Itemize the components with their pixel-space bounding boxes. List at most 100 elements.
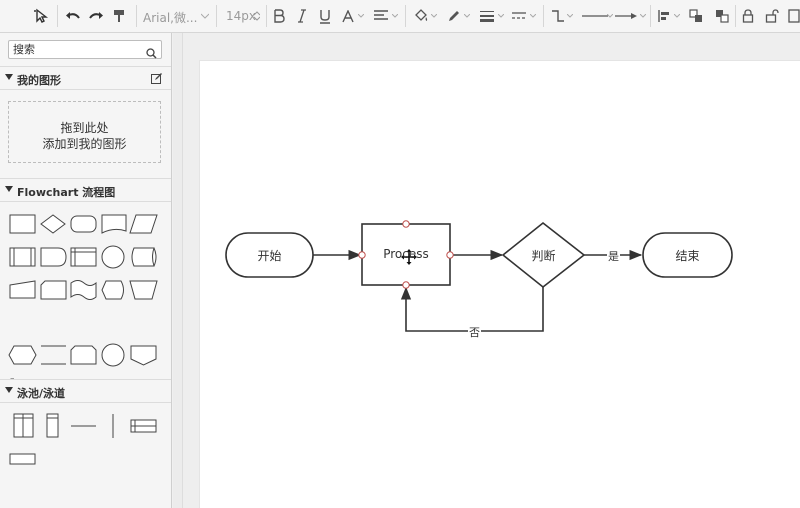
chevron-down-icon[interactable]: [497, 6, 505, 26]
document-shape[interactable]: [101, 214, 127, 234]
node-start[interactable]: [225, 232, 314, 278]
collapse-arrow-icon: [5, 387, 13, 393]
chevron-down-icon[interactable]: [529, 6, 537, 26]
internal-storage-shape[interactable]: [70, 247, 97, 267]
toolbar-separator: [405, 5, 406, 27]
undo-icon[interactable]: [64, 6, 82, 26]
align-icon[interactable]: [373, 6, 389, 26]
diagram-page[interactable]: [199, 60, 800, 508]
stepper-icon[interactable]: [253, 6, 261, 26]
toolbar-separator: [216, 5, 217, 27]
my-shapes-dropzone[interactable]: 拖到此处 添加到我的图形: [8, 101, 161, 163]
line-end-arrow-icon[interactable]: [613, 6, 639, 26]
node-end[interactable]: [642, 232, 733, 278]
fill-color-icon[interactable]: [413, 6, 429, 26]
toolbar-separator: [650, 5, 651, 27]
bring-front-icon[interactable]: [688, 6, 704, 26]
connection-handle[interactable]: [402, 281, 410, 289]
node-decision-label: 判断: [531, 249, 556, 263]
font-family-select[interactable]: Arial,微...: [143, 11, 198, 25]
font-color-icon[interactable]: [341, 6, 355, 26]
search-box[interactable]: [8, 40, 162, 59]
dropzone-text: 拖到此处: [60, 121, 109, 135]
edit-icon[interactable]: [151, 73, 162, 87]
terminator-shape[interactable]: [70, 215, 97, 233]
line-style-icon[interactable]: [510, 6, 528, 26]
annotation-double-shape[interactable]: [41, 345, 66, 365]
unlock-icon[interactable]: [765, 6, 779, 26]
collapse-arrow-icon: [5, 186, 13, 192]
on-page-connector-shape[interactable]: [101, 343, 125, 367]
container-shape[interactable]: [9, 453, 36, 465]
format-painter-icon[interactable]: [110, 6, 128, 26]
chevron-down-icon[interactable]: [673, 6, 681, 26]
section-title: 泳池/泳道: [17, 387, 66, 400]
connector-shape[interactable]: [101, 245, 125, 269]
shape-sidebar: 我的图形 拖到此处 添加到我的图形 Flowchart 流程图: [0, 33, 172, 508]
format-pointer-icon[interactable]: [32, 6, 50, 26]
node-end-label: 结束: [675, 249, 700, 263]
lock-icon[interactable]: [741, 6, 755, 26]
edge-label-no: 否: [468, 324, 481, 340]
node-process-label: Process: [383, 247, 429, 261]
preparation-shape[interactable]: [8, 345, 37, 365]
align-left-icon[interactable]: [657, 6, 673, 26]
swimlane-vertical-shape[interactable]: [46, 413, 59, 438]
process-shape[interactable]: [9, 214, 36, 234]
vertical-scrollbar[interactable]: [173, 33, 183, 508]
search-icon[interactable]: [146, 44, 157, 63]
bold-icon[interactable]: [271, 6, 287, 26]
line-color-icon[interactable]: [446, 6, 462, 26]
predefined-process-shape[interactable]: [9, 247, 36, 267]
off-page-connector-shape[interactable]: [130, 345, 157, 366]
redo-icon[interactable]: [87, 6, 105, 26]
section-title: Flowchart 流程图: [17, 186, 116, 199]
line-width-icon[interactable]: [478, 6, 496, 26]
chevron-down-icon[interactable]: [430, 6, 438, 26]
chevron-down-icon[interactable]: [200, 6, 210, 26]
chevron-down-icon[interactable]: [606, 6, 614, 26]
node-decision[interactable]: [501, 221, 586, 289]
connection-handle[interactable]: [402, 220, 410, 228]
manual-operation-shape[interactable]: [129, 280, 158, 300]
chevron-down-icon[interactable]: [357, 6, 365, 26]
swimlane-vertical-double-shape[interactable]: [13, 413, 34, 438]
node-start-label: 开始: [257, 249, 282, 263]
font-size-input[interactable]: 14px: [226, 9, 256, 23]
toolbar-separator: [57, 5, 58, 27]
decision-shape[interactable]: [40, 214, 66, 234]
connector-type-icon[interactable]: [550, 6, 566, 26]
loop-limit-shape[interactable]: [70, 345, 97, 365]
chevron-down-icon[interactable]: [391, 6, 399, 26]
stored-data-shape[interactable]: [131, 247, 157, 267]
toolbar-separator: [136, 5, 137, 27]
send-back-icon[interactable]: [714, 6, 730, 26]
chevron-down-icon[interactable]: [639, 6, 647, 26]
section-swimlane[interactable]: 泳池/泳道: [0, 379, 171, 403]
swimlane-horizontal-shape[interactable]: [130, 419, 157, 433]
card-shape[interactable]: [40, 280, 67, 300]
display-shape[interactable]: [101, 280, 124, 300]
manual-input-shape[interactable]: [9, 280, 36, 299]
data-shape[interactable]: [129, 214, 158, 234]
connection-handle[interactable]: [446, 251, 454, 259]
toolbar-separator: [735, 5, 736, 27]
chevron-down-icon[interactable]: [566, 6, 574, 26]
dropzone-text: 添加到我的图形: [42, 137, 127, 151]
section-flowchart[interactable]: Flowchart 流程图: [0, 178, 171, 202]
toolbar: Arial,微... 14px: [0, 0, 800, 33]
tape-shape[interactable]: [70, 280, 97, 300]
edge-label-yes: 是: [607, 248, 620, 264]
line-start-icon[interactable]: [580, 6, 610, 26]
section-title: 我的图形: [17, 74, 61, 87]
chevron-down-icon[interactable]: [463, 6, 471, 26]
group-icon[interactable]: [788, 6, 800, 26]
delay-shape[interactable]: [40, 247, 67, 267]
section-my-shapes[interactable]: 我的图形: [0, 66, 171, 90]
italic-icon[interactable]: [295, 6, 309, 26]
connection-handle[interactable]: [358, 251, 366, 259]
search-input[interactable]: [13, 42, 137, 57]
toolbar-separator: [266, 5, 267, 27]
underline-icon[interactable]: [318, 6, 332, 26]
